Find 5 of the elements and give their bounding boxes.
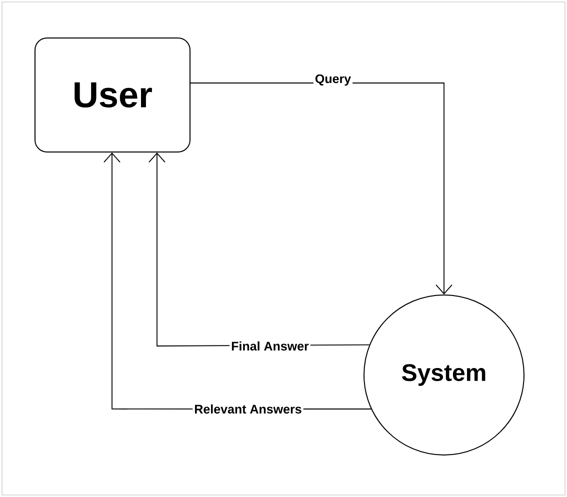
process-box: User <box>34 38 190 152</box>
edge-label: Relevant Answers <box>192 402 304 416</box>
arrow <box>190 82 452 294</box>
edge-label: Final Answer <box>230 340 310 352</box>
edge-label: Query <box>313 72 353 88</box>
